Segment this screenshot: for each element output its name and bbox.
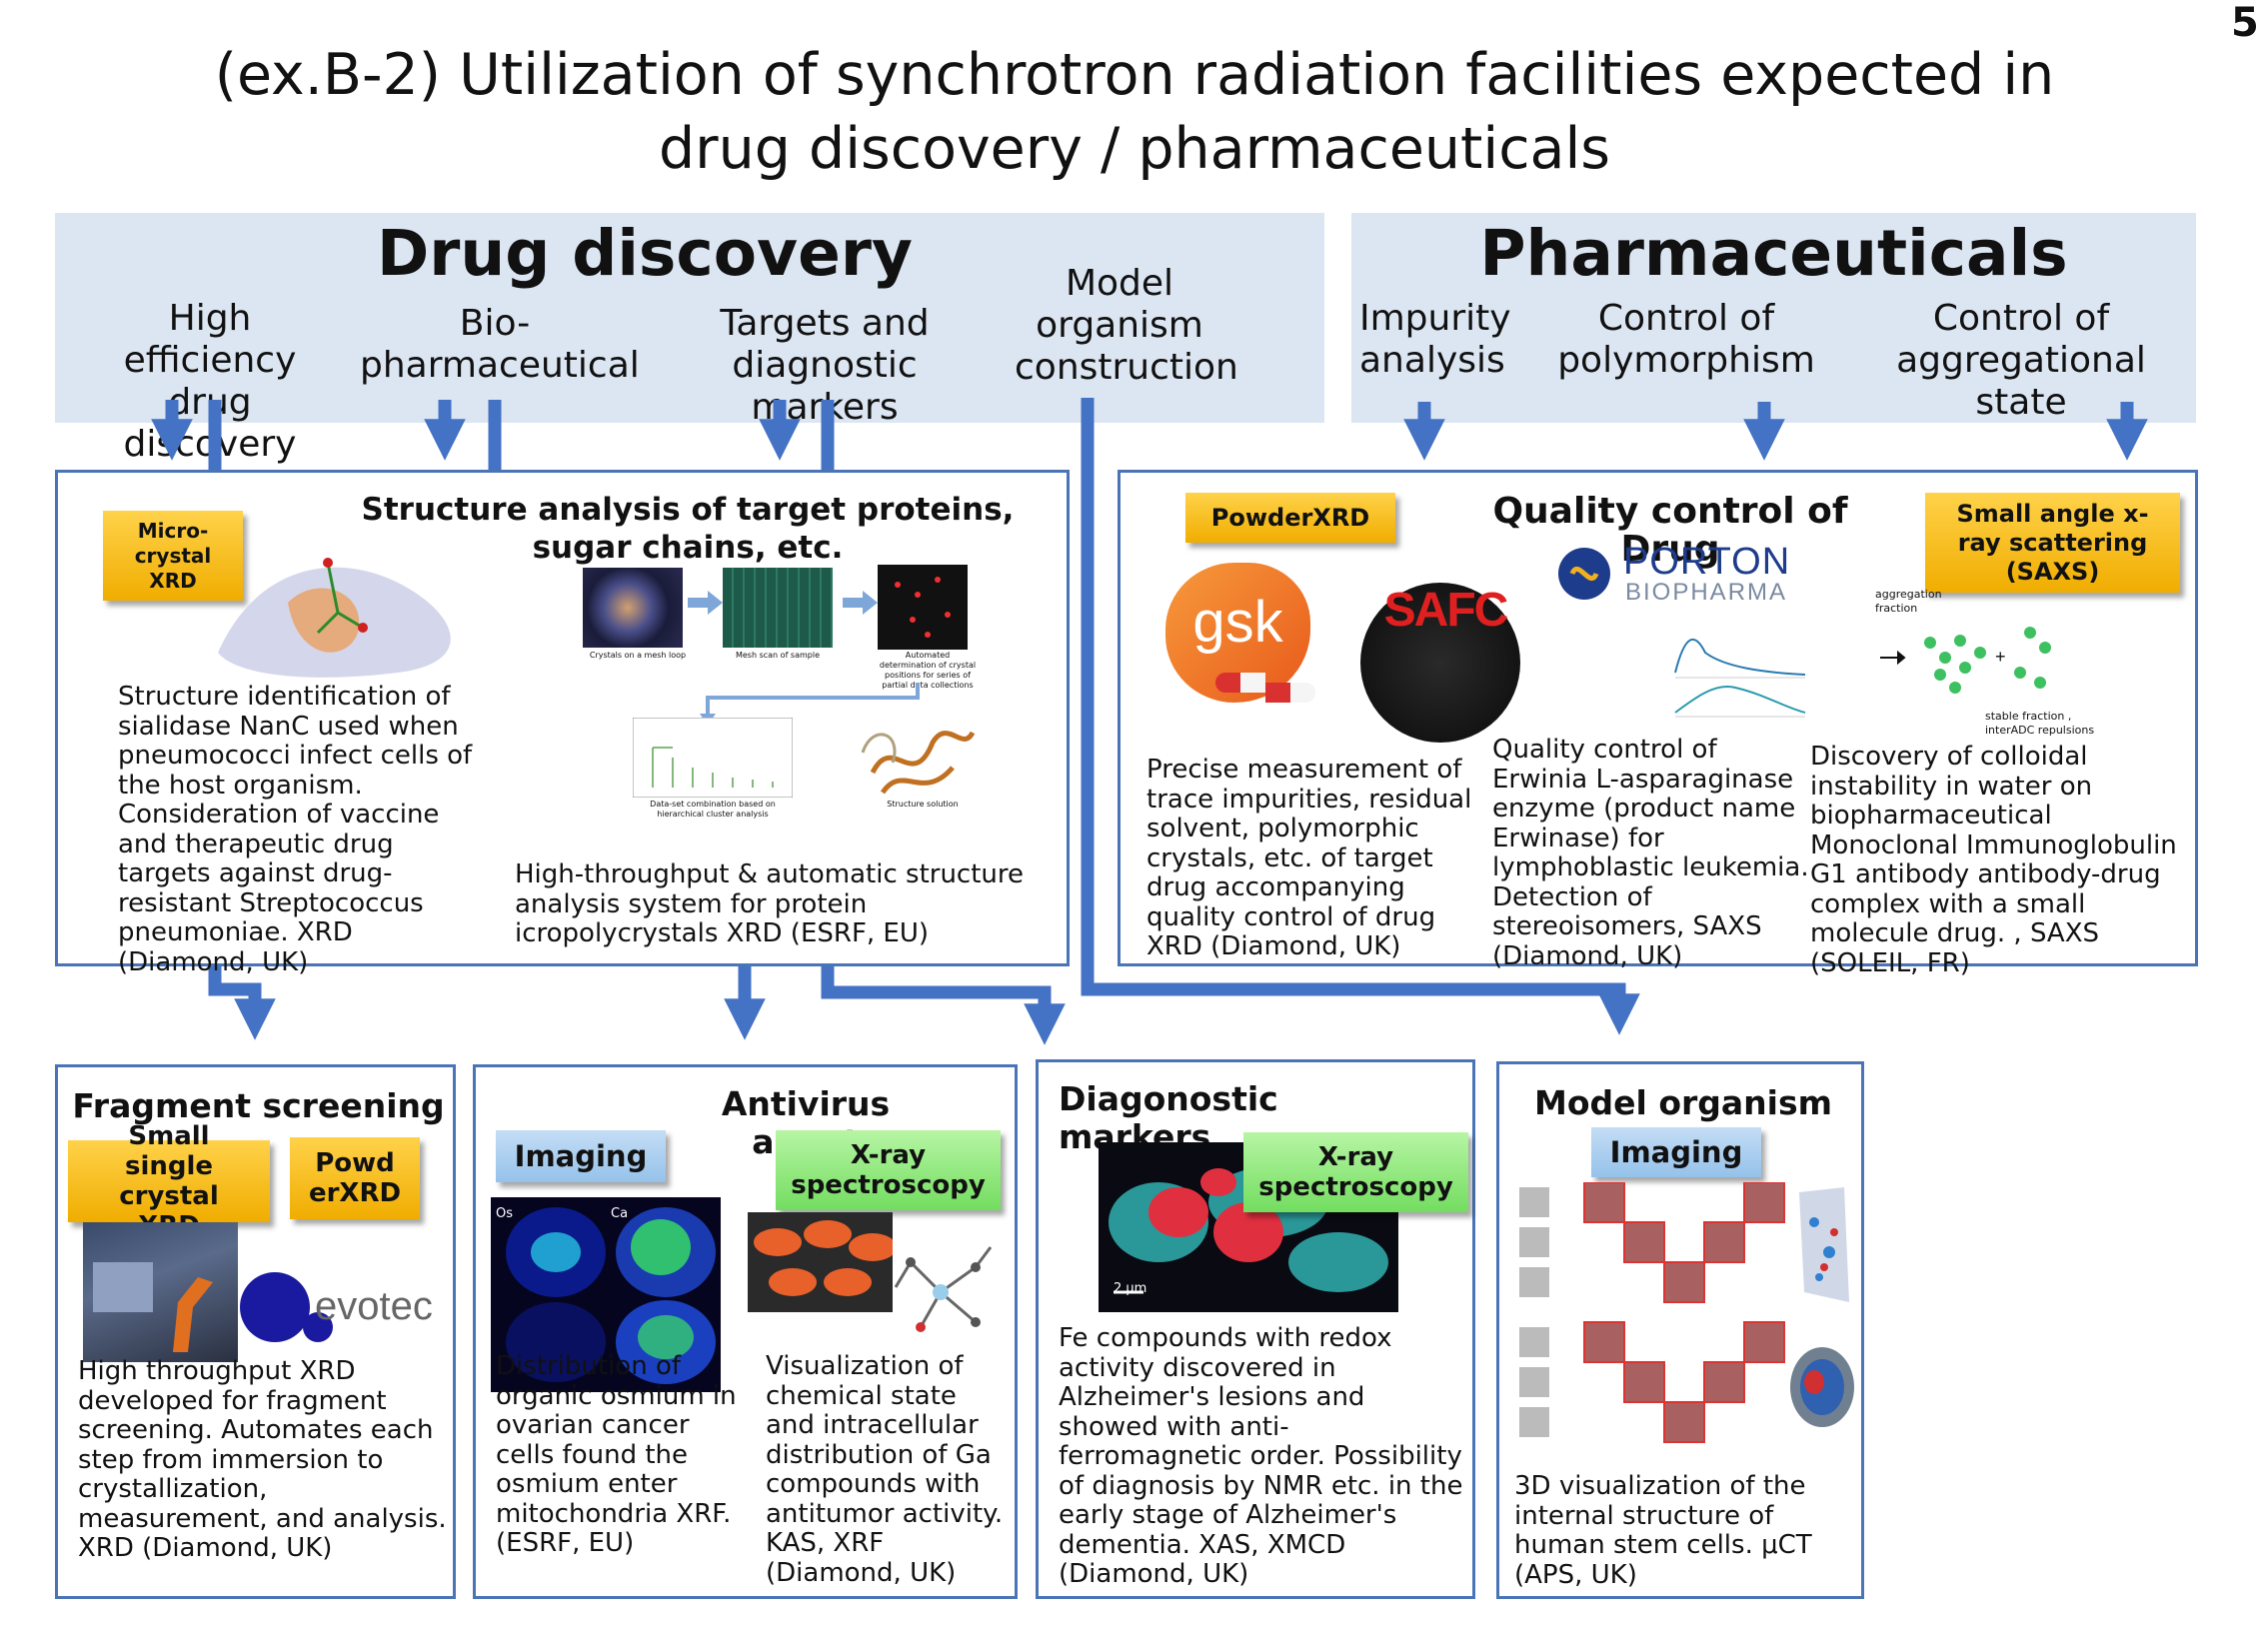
ga-molecule-figure bbox=[894, 1246, 993, 1332]
diagnostic-desc: Fe compounds with redox activity discove… bbox=[1059, 1323, 1463, 1589]
drug-discovery-title: Drug discovery bbox=[377, 217, 913, 290]
scale-label: 2 μm bbox=[1114, 1281, 1147, 1296]
powder-xrd-tag: PowderXRD bbox=[1185, 493, 1395, 543]
capsules-figure bbox=[1215, 673, 1315, 703]
porton-icon bbox=[1558, 548, 1610, 600]
caption-positions: Automated determination of crystal posit… bbox=[879, 651, 977, 690]
stem-cell-figure bbox=[1519, 1182, 1854, 1443]
ribbon-structure-figure bbox=[861, 731, 976, 795]
osmium-cell-image bbox=[491, 1197, 721, 1392]
caption-dendrogram: Data-set combination based on hierarchic… bbox=[650, 800, 776, 819]
evotec-logo: evotec bbox=[315, 1284, 433, 1328]
quality-control-box: Quality control of Drug PowderXRD Small … bbox=[1118, 470, 2198, 977]
antivirus-agent-box: Antivirus agent Imaging X-ray spectrosco… bbox=[473, 1064, 1018, 1599]
quality-desc-3: Discovery of colloidal instability in wa… bbox=[1810, 742, 2177, 978]
ga-tablets-image bbox=[748, 1212, 897, 1312]
quality-desc-1: Precise measurement of trace impurities,… bbox=[1146, 755, 1472, 961]
svg-text:+: + bbox=[1995, 647, 2006, 667]
crystal-mesh-image bbox=[583, 568, 683, 648]
pharmaceuticals-title: Pharmaceuticals bbox=[1479, 217, 2068, 290]
caption-mesh-scan: Mesh scan of sample bbox=[735, 651, 821, 660]
ca-label: Ca bbox=[611, 1206, 629, 1221]
aggregation-label: aggregation fraction bbox=[1875, 588, 1942, 615]
structure-desc-left: Structure identification of sialidase Na… bbox=[118, 682, 473, 977]
imaging-tag: Imaging bbox=[496, 1130, 666, 1182]
pipeline-arrows bbox=[688, 591, 878, 615]
xray-spectroscopy-tag: X-ray spectroscopy bbox=[776, 1130, 1001, 1210]
diagnostic-markers-box: Diagonostic markers 2 μm X-ray spectrosc… bbox=[1036, 1059, 1475, 1599]
biopharma-logo: BIOPHARMA bbox=[1625, 579, 1788, 606]
fragment-screening-box: Fragment screening Small single crystal … bbox=[55, 1064, 456, 1599]
structure-analysis-box: Structure analysis of target proteins, s… bbox=[55, 470, 1070, 976]
caption-crystals: Crystals on a mesh loop bbox=[589, 651, 687, 660]
page-title: (ex.B-2) Utilization of synchrotron radi… bbox=[214, 42, 2055, 182]
fragment-desc: High throughput XRD developed for fragme… bbox=[78, 1356, 447, 1563]
saxs-curves-figure bbox=[1674, 638, 1806, 718]
microcrystal-xrd-tag: Micro- crystal XRD bbox=[103, 511, 243, 601]
structure-desc-right: High-throughput & automatic structure an… bbox=[515, 859, 1025, 948]
page-number: 5 bbox=[2231, 0, 2259, 46]
safc-crystal-image bbox=[1360, 583, 1520, 743]
category-biopharmaceutical: Bio- pharmaceutical bbox=[360, 303, 640, 386]
category-aggregational: Control of aggregational state bbox=[1896, 298, 2146, 423]
porton-logo: PORTON bbox=[1623, 541, 1791, 583]
safc-logo: SAFC bbox=[1383, 584, 1509, 637]
crystal-positions-image bbox=[878, 565, 968, 650]
powder-xrd-tag-fragment: Powd erXRD bbox=[290, 1137, 420, 1219]
stable-fraction-label: stable fraction , interADC repulsions bbox=[1985, 710, 2095, 737]
imaging-tag-model: Imaging bbox=[1591, 1127, 1761, 1177]
evotec-circle-small bbox=[303, 1312, 333, 1342]
mesh-scan-image bbox=[723, 568, 833, 648]
category-impurity: Impurity analysis bbox=[1359, 298, 1511, 381]
protein-structure-figure bbox=[218, 558, 451, 678]
antivirus-desc-2: Visualization of chemical state and intr… bbox=[766, 1351, 1004, 1588]
model-organism-title: Model organism bbox=[1534, 1083, 1832, 1122]
small-single-crystal-xrd-tag: Small single crystal XRD bbox=[68, 1121, 270, 1241]
dendrogram-figure bbox=[633, 718, 793, 798]
quality-desc-2: Quality control of Erwinia L-asparaginas… bbox=[1492, 735, 1809, 971]
diagnostic-markers-title: Diagonostic markers bbox=[1059, 1079, 1278, 1156]
saxs-tag: Small angle x-ray scattering (SAXS) bbox=[1925, 493, 2180, 593]
quality-control-title: Quality control of Drug bbox=[1492, 491, 1848, 570]
xray-spectroscopy-tag-diagnostic: X-ray spectroscopy bbox=[1243, 1132, 1468, 1212]
os-label: Os bbox=[496, 1206, 514, 1221]
category-model-organism: Model organism construction bbox=[1015, 263, 1238, 388]
evotec-circle-large bbox=[240, 1272, 310, 1342]
model-organism-box: Model organism Imaging 3D visualization … bbox=[1496, 1061, 1864, 1599]
category-polymorphism: Control of polymorphism bbox=[1557, 298, 1815, 381]
aggregation-figure: + bbox=[1880, 627, 2051, 694]
fragment-screening-title: Fragment screening bbox=[72, 1086, 445, 1125]
structure-analysis-title: Structure analysis of target proteins, s… bbox=[361, 492, 1015, 566]
model-organism-desc: 3D visualization of the internal structu… bbox=[1514, 1471, 1812, 1590]
pharmaceuticals-banner: Pharmaceuticals Impurity analysis Contro… bbox=[1351, 213, 2196, 423]
caption-structure-solution: Structure solution bbox=[887, 800, 959, 809]
robot-lab-image bbox=[83, 1222, 238, 1362]
antivirus-desc-1: Distribution of organic osmium in ovaria… bbox=[496, 1351, 737, 1558]
